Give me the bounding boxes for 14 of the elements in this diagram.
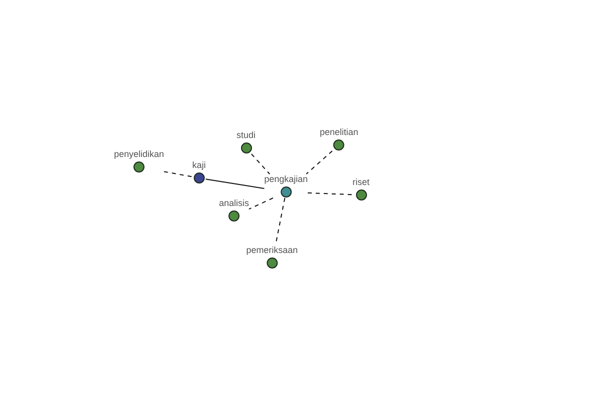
node-label: pengkajian xyxy=(264,174,308,184)
node-label: penelitian xyxy=(320,127,358,137)
connector-line xyxy=(164,171,193,178)
connector-line xyxy=(248,198,274,210)
connector-line xyxy=(307,192,353,196)
node-label: kaji xyxy=(192,160,206,170)
connector-line xyxy=(205,178,265,189)
connector-line xyxy=(306,150,333,174)
node-label: studi xyxy=(236,130,256,140)
node-label: analisis xyxy=(219,198,249,208)
connector-line xyxy=(250,154,270,174)
node-label: pemeriksaan xyxy=(246,245,298,255)
node-label: riset xyxy=(352,177,370,187)
node-label: penyelidikan xyxy=(114,149,164,159)
